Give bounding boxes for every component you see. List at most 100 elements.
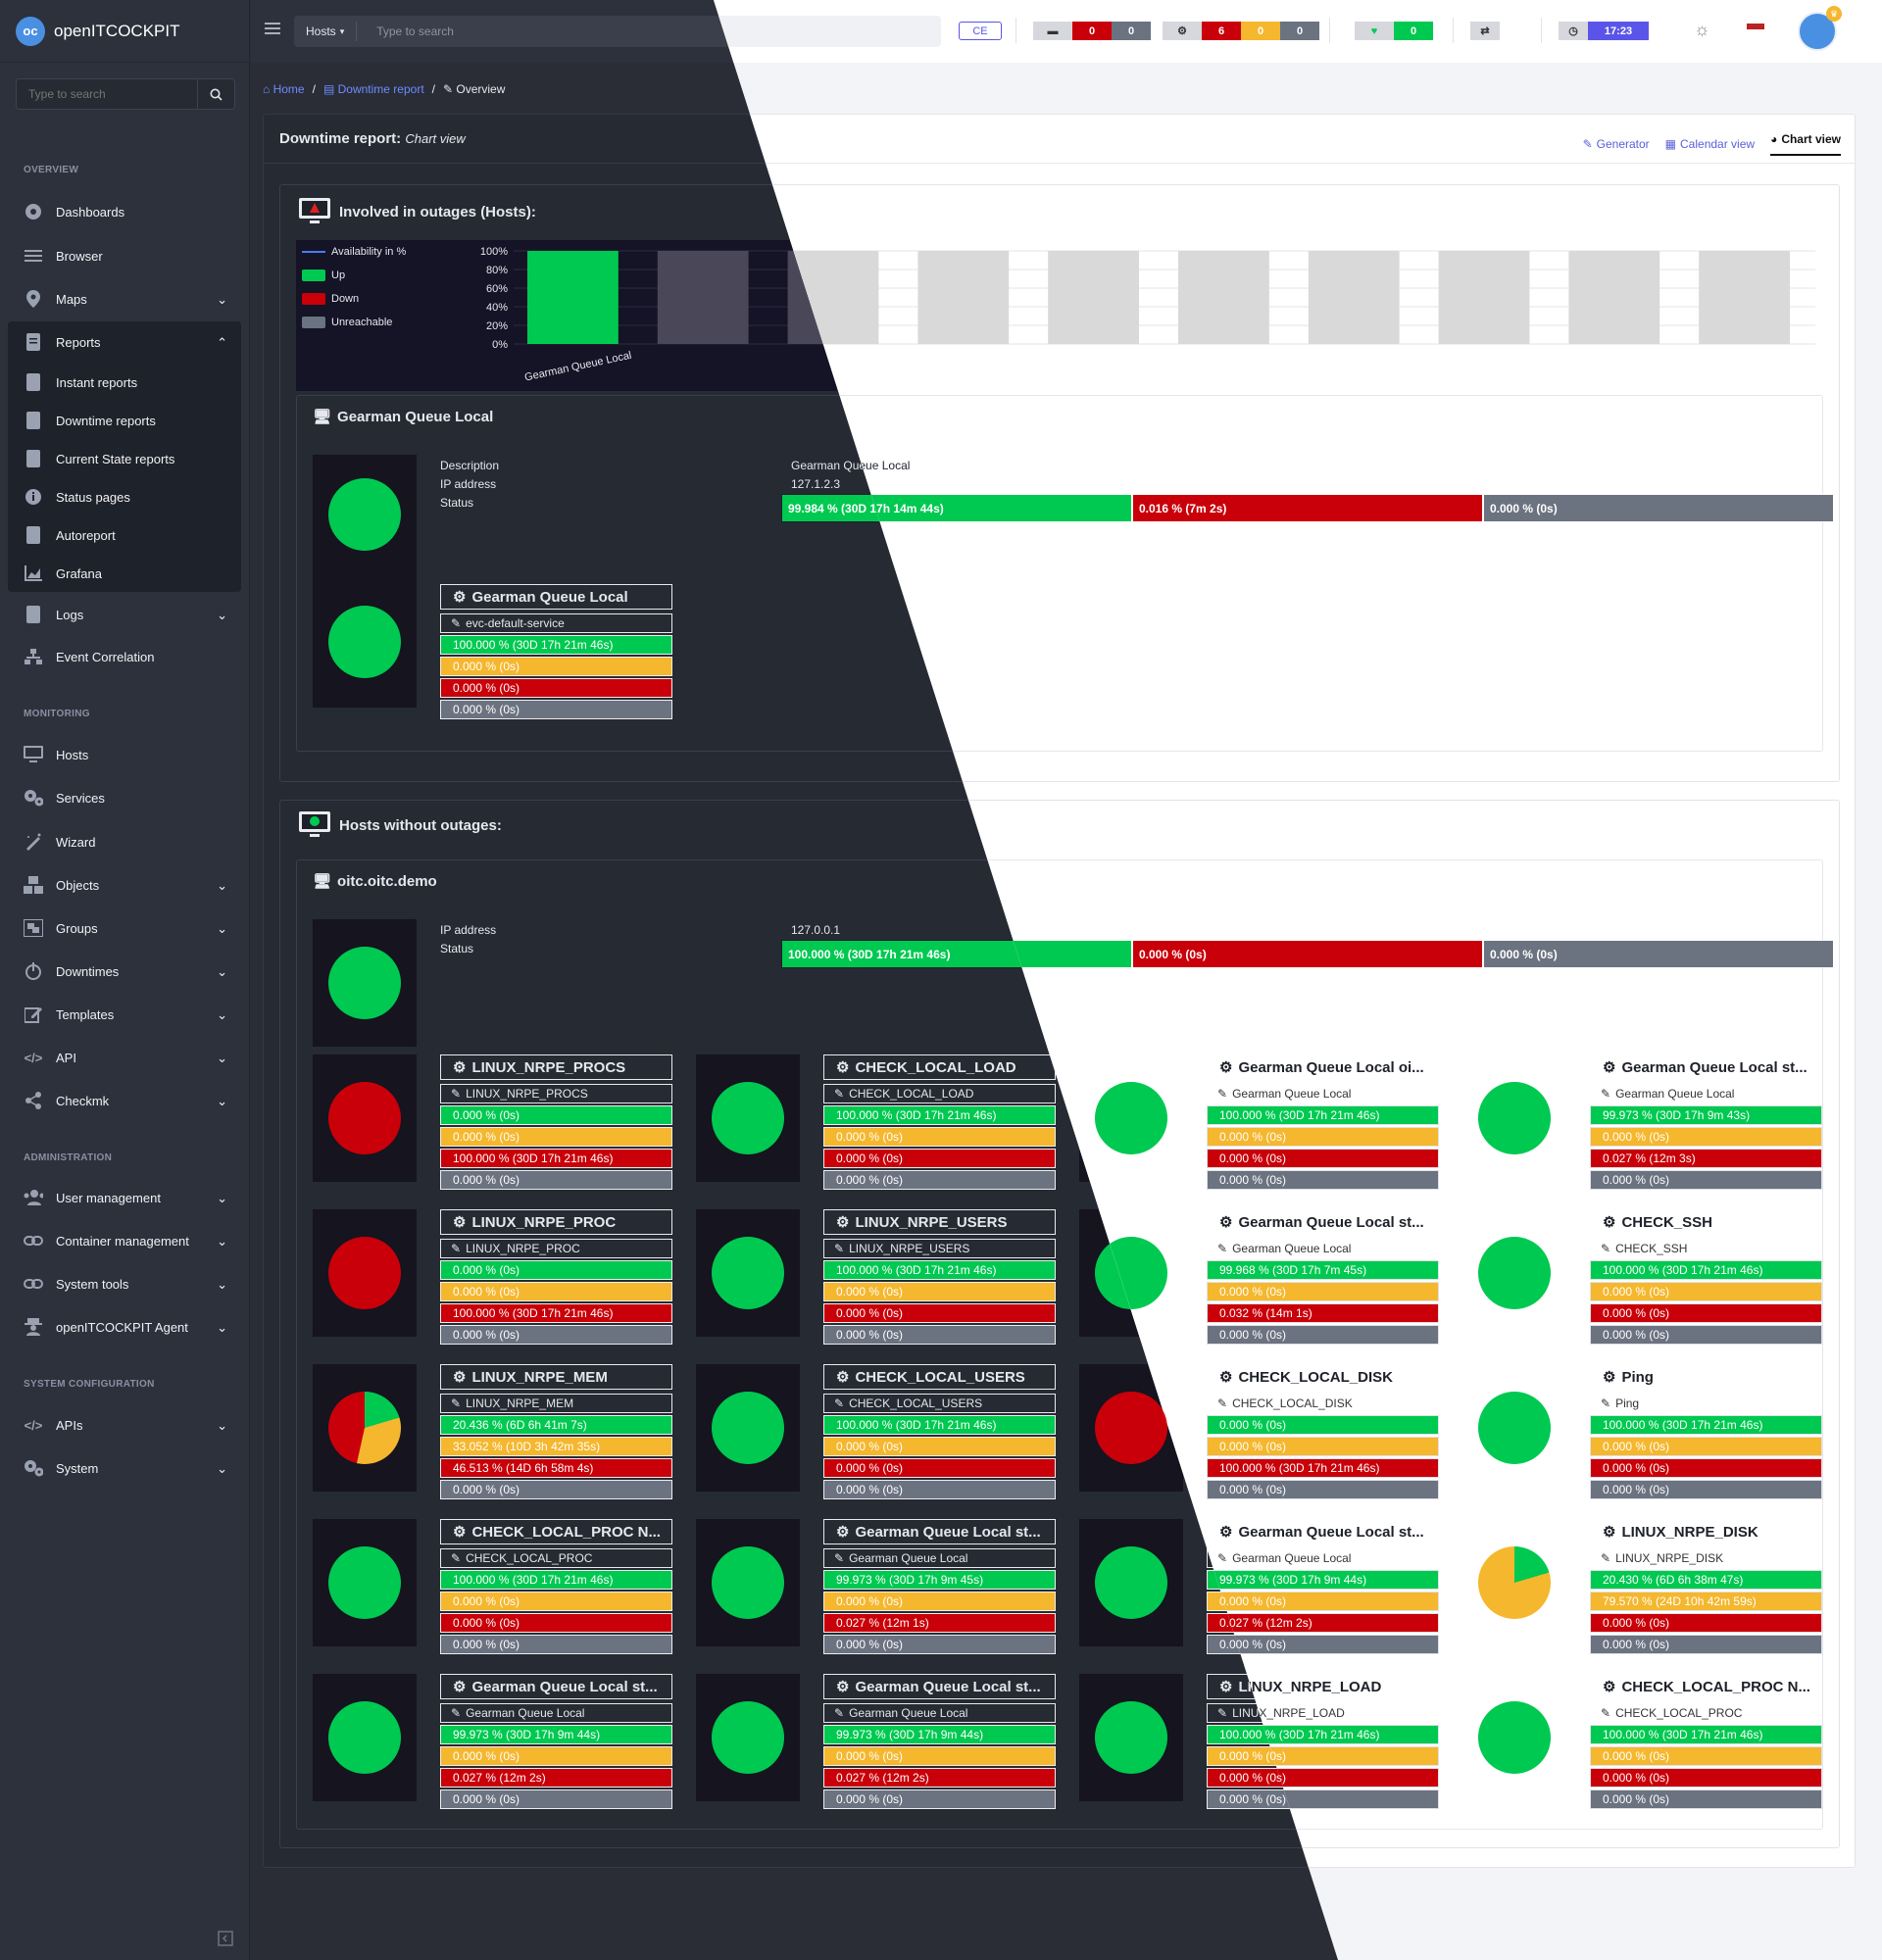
refresh-button[interactable]: ⇄ <box>1470 22 1500 40</box>
sidebar-item-checkmk[interactable]: Checkmk⌄ <box>8 1083 241 1118</box>
service-name[interactable]: ⚙CHECK_LOCAL_USERS <box>823 1364 1056 1390</box>
service-name[interactable]: ⚙CHECK_LOCAL_PROC N... <box>1590 1674 1822 1699</box>
sidebar-item-groups[interactable]: Groups⌄ <box>8 910 241 946</box>
service-template[interactable]: ✎Gearman Queue Local <box>823 1548 1056 1568</box>
sidebar-item-services[interactable]: Services <box>8 780 241 815</box>
us-flag-icon[interactable] <box>1747 24 1764 35</box>
menu-toggle-icon[interactable] <box>265 22 280 38</box>
service-template[interactable]: ✎CHECK_SSH <box>1590 1239 1822 1258</box>
sidebar-item-system-tools[interactable]: System tools⌄ <box>8 1266 241 1301</box>
service-name[interactable]: ⚙Gearman Queue Local st... <box>1207 1209 1439 1235</box>
sidebar-item-instant-reports[interactable]: Instant reports <box>8 365 241 400</box>
sidebar-item-reports[interactable]: Reports⌃ <box>8 324 241 360</box>
service-template[interactable]: ✎LINUX_NRPE_PROCS <box>440 1084 672 1103</box>
host-status-summary[interactable]: ▬ 0 0 <box>1033 22 1151 40</box>
service-name[interactable]: ⚙LINUX_NRPE_PROC <box>440 1209 672 1235</box>
edition-badge[interactable]: CE <box>959 22 1002 40</box>
service-availability-pie <box>1095 1546 1167 1619</box>
sidebar-item-user-management[interactable]: User management⌄ <box>8 1180 241 1215</box>
divider <box>1541 18 1542 43</box>
theme-toggle-icon[interactable]: ☼ <box>1694 20 1710 39</box>
sidebar-item-label: openITCOCKPIT Agent <box>56 1319 188 1335</box>
service-critical: 0.027 % (12m 2s) <box>440 1768 672 1788</box>
sidebar-item-system[interactable]: System⌄ <box>8 1450 241 1486</box>
sidebar-item-agent[interactable]: openITCOCKPIT Agent⌄ <box>8 1309 241 1345</box>
service-template[interactable]: ✎Gearman Queue Local <box>823 1703 1056 1723</box>
brand[interactable]: oc openITCOCKPIT <box>0 0 249 63</box>
service-name[interactable]: ⚙LINUX_NRPE_PROCS <box>440 1054 672 1080</box>
server-time[interactable]: ◷ 17:23 <box>1559 22 1649 40</box>
edit-icon: ✎ <box>834 1706 845 1720</box>
service-template[interactable]: ✎CHECK_LOCAL_LOAD <box>823 1084 1056 1103</box>
service-template[interactable]: ✎Ping <box>1590 1394 1822 1413</box>
sidebar-item-hosts[interactable]: Hosts <box>8 737 241 772</box>
service-warning: 0.000 % (0s) <box>823 1437 1056 1456</box>
sidebar-item-maps[interactable]: Maps⌄ <box>8 281 241 317</box>
service-name[interactable]: ⚙Gearman Queue Local st... <box>440 1674 672 1699</box>
service-template[interactable]: ✎Gearman Queue Local <box>1590 1084 1822 1103</box>
sidebar-item-downtimes[interactable]: Downtimes⌄ <box>8 954 241 989</box>
service-template[interactable]: ✎evc-default-service <box>440 613 672 633</box>
service-name[interactable]: ⚙Ping <box>1590 1364 1822 1390</box>
sidebar-item-apis[interactable]: </>APIs⌄ <box>8 1407 241 1443</box>
sidebar-item-event-correlation[interactable]: Event Correlation <box>8 639 241 674</box>
service-template[interactable]: ✎CHECK_LOCAL_PROC <box>440 1548 672 1568</box>
generator-tab[interactable]: ✎Generator <box>1583 132 1650 156</box>
service-template[interactable]: ✎LINUX_NRPE_DISK <box>1590 1548 1822 1568</box>
service-name[interactable]: ⚙CHECK_LOCAL_LOAD <box>823 1054 1056 1080</box>
service-name[interactable]: ⚙Gearman Queue Local st... <box>823 1519 1056 1544</box>
calendar-view-tab[interactable]: ▦Calendar view <box>1665 132 1755 156</box>
chart-view-tab[interactable]: ◕Chart view <box>1770 132 1841 156</box>
service-name[interactable]: ⚙Gearman Queue Local st... <box>1590 1054 1822 1080</box>
sidebar-item-logs[interactable]: Logs⌄ <box>8 597 241 632</box>
sidebar-item-label: Current State reports <box>56 451 175 466</box>
service-template[interactable]: ✎CHECK_LOCAL_PROC <box>1590 1703 1822 1723</box>
ok-status-summary[interactable]: ♥ 0 <box>1355 22 1433 40</box>
service-template[interactable]: ✎CHECK_LOCAL_DISK <box>1207 1394 1439 1413</box>
sidebar-item-browser[interactable]: Browser <box>8 238 241 273</box>
search-type-select[interactable]: Hosts▾ <box>294 22 358 41</box>
sidebar-item-current-state-reports[interactable]: Current State reports <box>8 441 241 476</box>
service-name[interactable]: ⚙CHECK_SSH <box>1590 1209 1822 1235</box>
service-status-summary[interactable]: ⚙ 6 0 0 <box>1163 22 1319 40</box>
service-name[interactable]: ⚙Gearman Queue Local <box>440 584 672 610</box>
service-name[interactable]: ⚙Gearman Queue Local oi... <box>1207 1054 1439 1080</box>
service-name[interactable]: ⚙CHECK_LOCAL_DISK <box>1207 1364 1439 1390</box>
sidebar-item-objects[interactable]: Objects⌄ <box>8 867 241 903</box>
service-name[interactable]: ⚙Gearman Queue Local st... <box>1207 1519 1439 1544</box>
service-name[interactable]: ⚙LINUX_NRPE_MEM <box>440 1364 672 1390</box>
service-name[interactable]: ⚙LINUX_NRPE_DISK <box>1590 1519 1822 1544</box>
service-template[interactable]: ✎Gearman Queue Local <box>1207 1239 1439 1258</box>
sidebar-item-downtime-reports[interactable]: Downtime reports <box>8 403 241 438</box>
search-icon[interactable] <box>197 79 234 109</box>
breadcrumb-downtime-report[interactable]: ▤ Downtime report <box>322 82 424 96</box>
sidebar-item-grafana[interactable]: Grafana <box>8 556 241 591</box>
breadcrumb-home[interactable]: ⌂ Home <box>263 82 305 96</box>
bar-up <box>527 251 619 344</box>
avatar[interactable] <box>1798 12 1837 51</box>
service-name[interactable]: ⚙LINUX_NRPE_USERS <box>823 1209 1056 1235</box>
sidebar-item-container-management[interactable]: Container management⌄ <box>8 1223 241 1258</box>
service-template[interactable]: ✎LINUX_NRPE_MEM <box>440 1394 672 1413</box>
top-search-input[interactable]: Type to search <box>376 24 454 38</box>
service-ok: 99.973 % (30D 17h 9m 45s) <box>823 1570 1056 1590</box>
service-name[interactable]: ⚙CHECK_LOCAL_PROC N... <box>440 1519 672 1544</box>
service-template[interactable]: ✎LINUX_NRPE_USERS <box>823 1239 1056 1258</box>
sidebar-item-dashboards[interactable]: Dashboards <box>8 194 241 229</box>
sidebar-item-status-pages[interactable]: Status pages <box>8 479 241 514</box>
service-template[interactable]: ✎Gearman Queue Local <box>1207 1548 1439 1568</box>
service-template[interactable]: ✎Gearman Queue Local <box>440 1703 672 1723</box>
sidebar-item-autoreport[interactable]: Autoreport <box>8 517 241 553</box>
service-name[interactable]: ⚙Gearman Queue Local st... <box>823 1674 1056 1699</box>
sidebar-search-input[interactable] <box>17 79 197 109</box>
service-warning: 0.000 % (0s) <box>440 657 672 676</box>
service-template[interactable]: ✎LINUX_NRPE_PROC <box>440 1239 672 1258</box>
collapse-sidebar-icon[interactable] <box>218 1931 233 1949</box>
sidebar-item-templates[interactable]: Templates⌄ <box>8 997 241 1032</box>
service-ok: 100.000 % (30D 17h 21m 46s) <box>1590 1260 1822 1280</box>
sidebar-item-api[interactable]: </>API⌄ <box>8 1040 241 1075</box>
service-template[interactable]: ✎Gearman Queue Local <box>1207 1084 1439 1103</box>
service-template[interactable]: ✎CHECK_LOCAL_USERS <box>823 1394 1056 1413</box>
sidebar-item-wizard[interactable]: Wizard <box>8 824 241 859</box>
